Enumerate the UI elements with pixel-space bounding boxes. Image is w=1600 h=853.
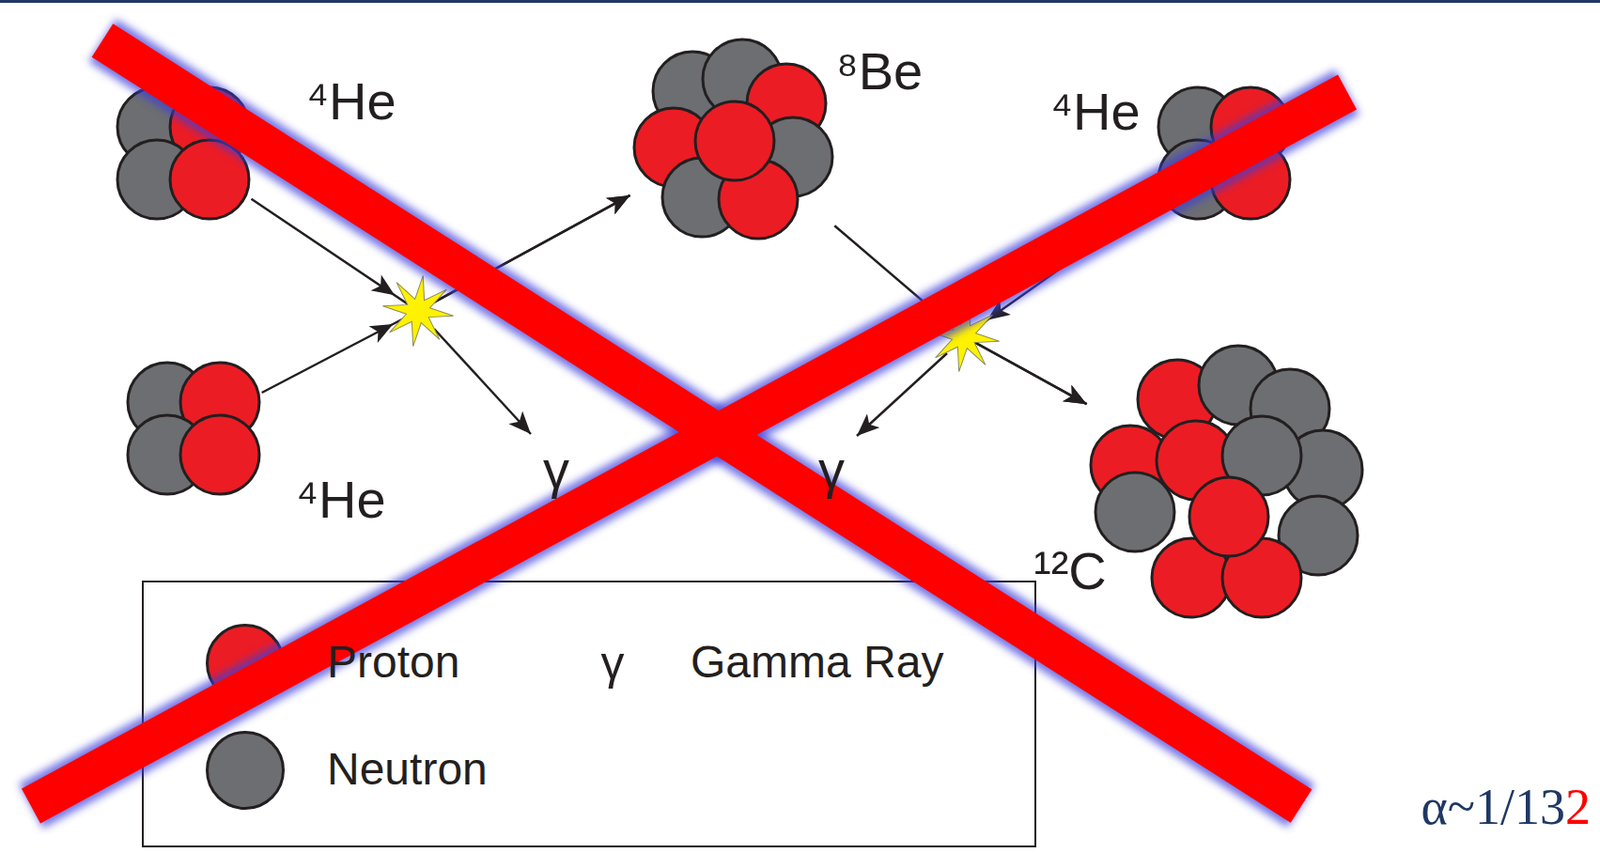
legend-text: Neutron — [326, 746, 488, 793]
proton-sphere — [1189, 477, 1269, 557]
proton-sphere — [180, 415, 260, 495]
proton-sphere — [695, 101, 775, 181]
formula-text: α~1/13 — [1420, 781, 1566, 833]
nucleus-cluster — [634, 39, 833, 239]
nucleus-cluster — [1090, 345, 1363, 618]
nucleus-cluster — [127, 362, 260, 495]
legend-box — [142, 581, 1036, 847]
nucleus: ⁴He — [127, 362, 260, 495]
neutron-sphere — [1095, 472, 1175, 552]
nucleus-label: ⁴He — [1050, 85, 1141, 139]
formula-text: 2 — [1565, 781, 1591, 833]
gamma-symbol: γ — [601, 639, 625, 687]
gamma-arrow — [434, 328, 531, 435]
legend-text: Proton — [326, 639, 460, 685]
nucleus-label: ⁴He — [306, 75, 397, 128]
nucleus-label: ⁸Be — [836, 45, 923, 98]
legend-swatch — [205, 730, 285, 810]
top-rule — [0, 0, 1600, 3]
nucleus: ¹²C — [1090, 345, 1363, 618]
nucleus-label: ⁴He — [295, 473, 387, 527]
nucleus: ⁸Be — [634, 39, 833, 239]
legend-text: Gamma Ray — [690, 639, 944, 685]
nucleus-label: ¹²C — [1033, 544, 1107, 598]
arrowhead — [369, 324, 394, 343]
gamma-symbol: γ — [543, 443, 570, 497]
cross-stroke — [31, 92, 1348, 807]
formula: α~1/132 — [1420, 781, 1591, 833]
gamma-symbol: γ — [818, 443, 845, 497]
arrowhead — [371, 275, 395, 296]
